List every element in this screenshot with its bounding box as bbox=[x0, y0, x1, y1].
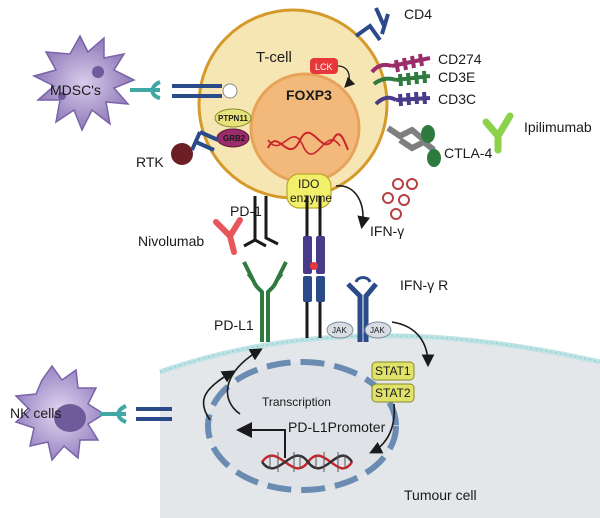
label-nk-cells: NK cells bbox=[10, 405, 61, 421]
t-cell bbox=[197, 8, 389, 200]
jak-oval-1 bbox=[326, 321, 354, 339]
label-ifng: IFN-γ bbox=[370, 223, 404, 239]
label-rtk: RTK bbox=[136, 154, 164, 170]
label-nivolumab: Nivolumab bbox=[138, 233, 204, 249]
stat2-box bbox=[371, 383, 415, 403]
label-pdl1: PD-L1 bbox=[214, 317, 254, 333]
transcription-arrow bbox=[226, 348, 263, 415]
ipilimumab-antibody bbox=[482, 112, 514, 154]
label-tumour-cell: Tumour cell bbox=[404, 487, 477, 503]
nk-cell bbox=[14, 364, 106, 462]
mdsc-cell bbox=[31, 34, 136, 132]
label-ifngr: IFN-γ R bbox=[400, 277, 448, 293]
cd3c-receptor bbox=[374, 91, 431, 107]
label-promoter: PD-L1Promoter bbox=[288, 419, 386, 435]
label-ido-1: IDO bbox=[298, 177, 319, 191]
nivolumab-antibody bbox=[213, 217, 243, 255]
label-ptpn11: PTPN11 bbox=[218, 114, 248, 123]
ctla4-receptor bbox=[386, 125, 441, 167]
label-cd3c: CD3C bbox=[438, 91, 476, 107]
pd1-receptor bbox=[243, 196, 279, 248]
nk-receptor bbox=[100, 404, 172, 424]
cd3e-receptor bbox=[372, 70, 431, 87]
label-tcell: T-cell bbox=[256, 49, 292, 66]
label-stat2: STAT2 bbox=[375, 386, 411, 400]
mhc-tcr-complex bbox=[303, 196, 325, 338]
label-ipilimumab: Ipilimumab bbox=[524, 119, 592, 135]
label-cd4: CD4 bbox=[404, 6, 432, 22]
label-stat1: STAT1 bbox=[375, 364, 411, 378]
mdsc-receptor bbox=[130, 80, 238, 100]
cd4-receptor bbox=[354, 7, 390, 42]
stat-to-nucleus-arrow bbox=[369, 403, 396, 454]
pdl1-receptor bbox=[242, 261, 288, 342]
foxp3-dna bbox=[267, 131, 349, 151]
jak-to-stat-arrow bbox=[391, 321, 435, 368]
label-grb2: GRB2 bbox=[223, 134, 246, 143]
ifng-particles bbox=[382, 178, 418, 220]
label-ctla4: CTLA-4 bbox=[444, 145, 492, 161]
jak-oval-2 bbox=[364, 321, 392, 339]
label-jak-2: JAK bbox=[370, 326, 385, 335]
label-foxp3: FOXP3 bbox=[286, 87, 332, 103]
cd274-receptor bbox=[370, 53, 431, 74]
label-lck: LCK bbox=[315, 62, 333, 72]
label-cd3e: CD3E bbox=[438, 69, 475, 85]
dna-helix bbox=[260, 452, 354, 472]
label-jak-1: JAK bbox=[332, 326, 347, 335]
label-pd1: PD-1 bbox=[230, 203, 262, 219]
lck-box bbox=[310, 58, 356, 88]
label-mdscs: MDSC's bbox=[50, 82, 101, 98]
stat1-box bbox=[371, 361, 415, 381]
rtk-receptor bbox=[171, 130, 219, 165]
label-ido-2: enzyme bbox=[290, 191, 332, 205]
label-cd274: CD274 bbox=[438, 51, 482, 67]
ptpn11-protein bbox=[214, 108, 252, 128]
label-transcription: Transcription bbox=[262, 395, 331, 409]
promoter-arrow bbox=[236, 422, 286, 458]
nucleus-to-membrane-arrow bbox=[202, 370, 235, 421]
